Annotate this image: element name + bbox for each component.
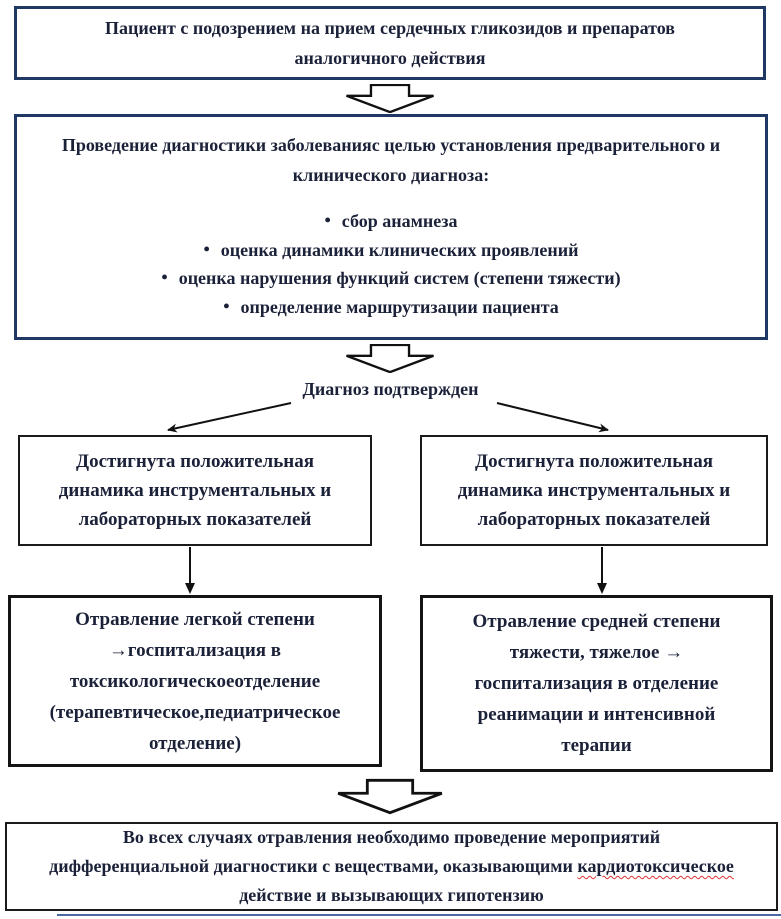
diagnostics-bullet-text: оценка динамики клинических проявлений: [220, 239, 579, 260]
diagnostics-bullet-list: • сбор анамнеза • оценка динамики клиничес…: [161, 207, 620, 321]
down-arrow-left-icon: [185, 547, 195, 594]
severe-outcome-line: Отравление средней степени: [472, 611, 721, 632]
diagnostics-header: Проведение диагностики заболеванияс цель…: [62, 130, 720, 190]
misspelled-word: кардиотоксическое: [577, 856, 734, 876]
bottom-partial-rule: [57, 914, 781, 916]
mild-poisoning-outcome-box: Отравление легкой степени →госпитализаци…: [8, 595, 382, 767]
diagnostics-bullet-item: • сбор анамнеза: [161, 207, 620, 236]
left-dynamics-line: Достигнута положительная: [76, 451, 314, 472]
diagnostics-bullet-text: оценка нарушения функций систем (степени…: [178, 268, 621, 288]
bullet-icon: •: [161, 267, 168, 287]
down-block-arrow-2-icon: [346, 344, 434, 373]
patient-suspicion-box: Пациент с подозрением на прием сердечных…: [14, 6, 766, 80]
bottom-note-line-3: действие и вызывающих гипотензию: [239, 885, 544, 905]
mild-outcome-line: →госпитализация в: [108, 639, 282, 661]
diagnostics-bullet-item: • оценка нарушения функций систем (степен…: [161, 264, 620, 293]
bottom-note-line-2-prefix: дифференциальной диагностики с веществам…: [49, 856, 573, 876]
mild-outcome-line: токсикологическоеотделение: [69, 670, 321, 692]
bullet-icon: •: [223, 295, 230, 316]
left-dynamics-line: динамика инструментальных и: [58, 480, 332, 501]
left-dynamics-line: лабораторных показателей: [78, 509, 312, 530]
mild-outcome-line: Отравление легкой степени: [75, 608, 315, 630]
diagnostics-bullet-text: сбор анамнеза: [341, 211, 458, 231]
severe-outcome-line: госпитализация в отделение: [474, 673, 719, 694]
diagnostics-header-line-2: клинического диагноза:: [292, 165, 490, 185]
severe-poisoning-outcome-box: Отравление средней степени тяжести, тяже…: [420, 595, 773, 772]
mild-outcome-line: (терапевтическое,педиатрическое: [49, 701, 341, 723]
down-block-arrow-1-icon: [346, 84, 434, 113]
down-arrow-right-icon: [597, 547, 607, 594]
mild-outcome-line: отделение): [148, 732, 242, 754]
diagnostics-box: Проведение диагностики заболеванияс цель…: [14, 114, 768, 340]
branch-right-arrow-icon: [496, 402, 609, 433]
diagnostics-bullet-item: • оценка динамики клинических проявлений: [161, 236, 620, 265]
patient-suspicion-line-2: аналогичного действия: [294, 48, 486, 68]
right-dynamics-box: Достигнута положительная динамика инстру…: [420, 435, 768, 546]
severe-outcome-line: терапии: [561, 735, 632, 756]
bottom-note-line-2: дифференциальной диагностики с веществам…: [49, 852, 734, 881]
diagnosis-confirmed-label: Диагноз подтвержден: [302, 379, 479, 399]
differential-diagnostics-box: Во всех случаях отравления необходимо пр…: [5, 822, 778, 911]
left-dynamics-box: Достигнута положительная динамика инстру…: [18, 435, 372, 546]
diagnostics-bullet-item: • определение маршрутизации пациента: [161, 293, 620, 322]
down-block-arrow-3-icon: [337, 778, 443, 815]
bullet-icon: •: [324, 210, 331, 230]
right-dynamics-line: динамика инструментальных и: [457, 480, 731, 501]
bullet-icon: •: [203, 238, 210, 259]
diagnostics-header-line-1: Проведение диагностики заболеванияс цель…: [61, 135, 721, 155]
right-dynamics-line: Достигнута положительная: [475, 451, 713, 472]
branch-arrows: [167, 402, 609, 433]
bottom-note-line-1: Во всех случаях отравления необходимо пр…: [122, 827, 661, 847]
branch-left-arrow-icon: [167, 402, 292, 433]
diagnostics-bullet-text: определение маршрутизации пациента: [240, 296, 559, 317]
severe-outcome-line: тяжести, тяжелое →: [509, 642, 684, 663]
right-dynamics-line: лабораторных показателей: [477, 509, 711, 530]
patient-suspicion-line-1: Пациент с подозрением на прием сердечных…: [104, 18, 676, 38]
severe-outcome-line: реанимации и интенсивной: [477, 704, 716, 725]
